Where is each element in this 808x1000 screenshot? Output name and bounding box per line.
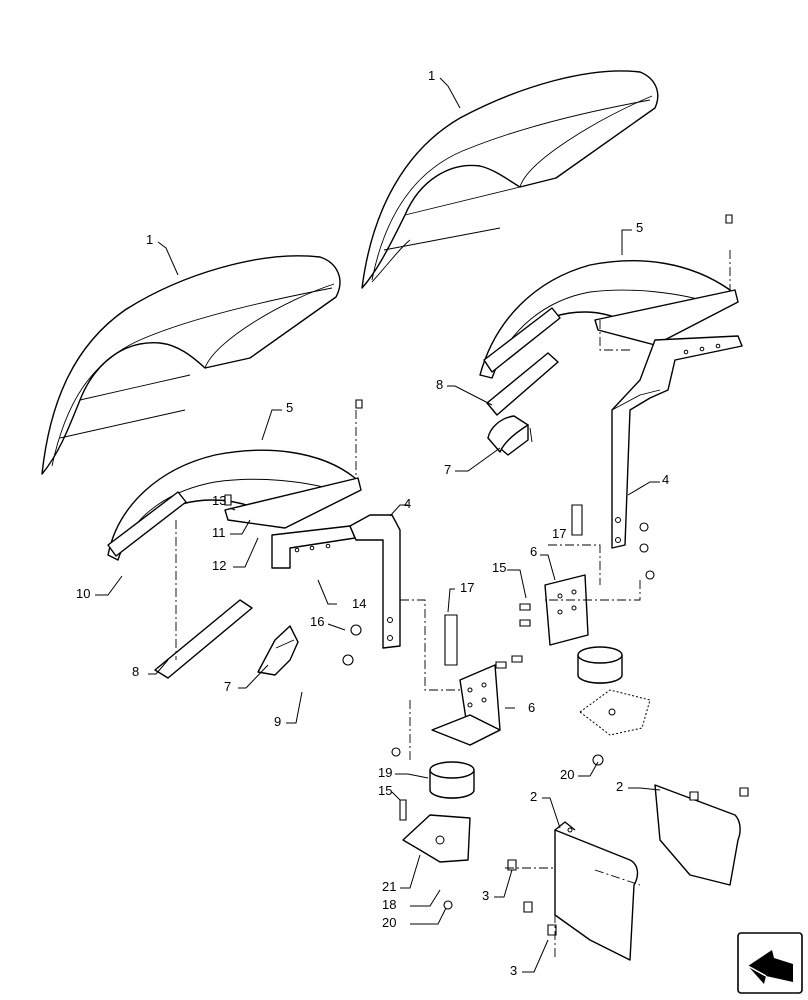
callout-19: 19	[378, 765, 392, 780]
callout-4b: 4	[662, 472, 669, 487]
plate-right	[486, 352, 559, 456]
callout-20b: 20	[560, 767, 574, 782]
callout-17a: 17	[460, 580, 474, 595]
mount-bracket-upper	[544, 574, 589, 646]
callout-2a: 2	[530, 789, 537, 804]
base-plate-lower	[402, 814, 471, 863]
callout-6a: 6	[530, 544, 537, 559]
fender-upper-right	[361, 70, 659, 289]
callout-13: 13	[212, 493, 226, 508]
panel-upper	[654, 784, 741, 886]
isolator-lower	[429, 761, 475, 799]
callout-5a: 5	[636, 220, 643, 235]
bracket-right	[611, 335, 743, 549]
plate-left	[154, 599, 299, 679]
navigation-arrow-icon[interactable]	[737, 932, 803, 994]
callout-18: 18	[382, 897, 396, 912]
callout-8b: 8	[132, 664, 139, 679]
callout-labels: 1 1 5 5 8 7 4 4 13 11 12 10 14 16 17 17 …	[76, 68, 669, 978]
callout-6b: 6	[528, 700, 535, 715]
callout-8a: 8	[436, 377, 443, 392]
callout-5b: 5	[286, 400, 293, 415]
bracket-left	[271, 514, 401, 649]
support-arch-right	[479, 260, 739, 379]
base-plate-upper-ghost	[579, 689, 651, 736]
callout-14: 14	[352, 596, 366, 611]
callout-1b: 1	[146, 232, 153, 247]
leader-lines	[95, 77, 661, 973]
callout-15b: 15	[378, 783, 392, 798]
callout-9: 9	[274, 714, 281, 729]
callout-11: 11	[212, 525, 226, 540]
callout-12: 12	[212, 558, 226, 573]
callout-17b: 17	[552, 526, 566, 541]
callout-1a: 1	[428, 68, 435, 83]
assembly-lines	[175, 250, 731, 960]
fender-upper-left	[41, 255, 341, 475]
callout-16: 16	[310, 614, 324, 629]
callout-3b: 3	[510, 963, 517, 978]
callout-7a: 7	[444, 462, 451, 477]
callout-10: 10	[76, 586, 90, 601]
callout-4a: 4	[404, 496, 411, 511]
isolator-upper	[577, 646, 623, 684]
support-arch-left	[107, 449, 362, 561]
callout-7b: 7	[224, 679, 231, 694]
callout-15a: 15	[492, 560, 506, 575]
callout-21: 21	[382, 879, 396, 894]
callout-2b: 2	[616, 779, 623, 794]
callout-20a: 20	[382, 915, 396, 930]
callout-3a: 3	[482, 888, 489, 903]
fasteners	[224, 214, 749, 936]
panel-lower	[554, 821, 639, 961]
mount-bracket-lower	[431, 664, 501, 746]
